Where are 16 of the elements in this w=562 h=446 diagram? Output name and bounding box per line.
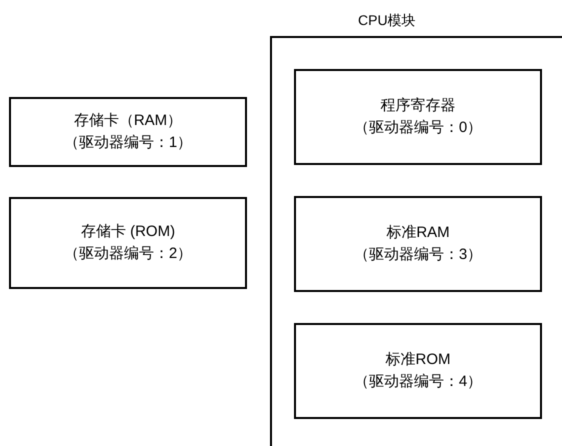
memory-name: 程序寄存器 xyxy=(380,96,456,116)
drive-number: （驱动器编号：4） xyxy=(354,372,482,392)
memory-name: 存储卡 (ROM) xyxy=(80,222,176,242)
module-title: CPU模块 xyxy=(358,12,416,30)
drive-number: （驱动器编号：3） xyxy=(354,245,482,265)
drive-number: （驱动器编号：2） xyxy=(64,244,192,264)
memory-box xyxy=(294,323,542,419)
memory-name: 存储卡（RAM） xyxy=(74,111,182,131)
memory-box xyxy=(9,97,247,167)
memory-name: 标准RAM xyxy=(386,223,450,243)
memory-name: 标准ROM xyxy=(386,350,450,370)
memory-box xyxy=(294,196,542,292)
memory-box xyxy=(9,197,247,289)
drive-number: （驱动器编号：0） xyxy=(354,118,482,138)
memory-box xyxy=(294,69,542,165)
drive-number: （驱动器编号：1） xyxy=(64,133,192,153)
